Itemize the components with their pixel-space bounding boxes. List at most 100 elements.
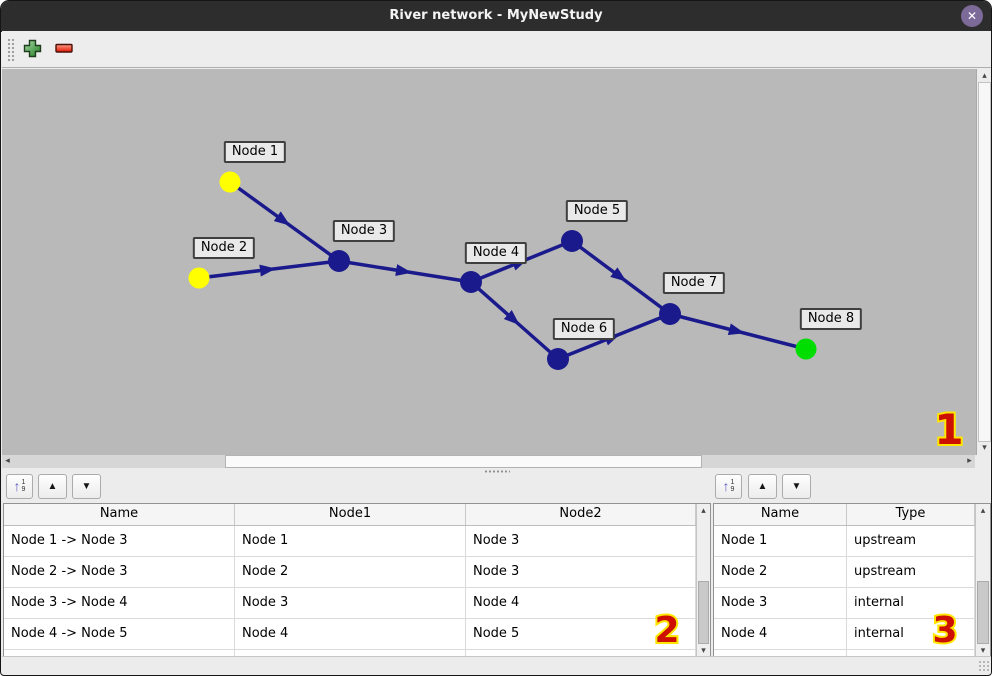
node-label[interactable]: Node 2 — [192, 237, 256, 259]
node-circle[interactable] — [659, 303, 681, 325]
resize-grip-icon[interactable] — [978, 660, 990, 672]
close-icon: ✕ — [966, 9, 978, 23]
reaches-table-scrollbar[interactable]: ▴ ▾ — [696, 504, 710, 658]
nodes-move-up-button[interactable]: ▲ — [748, 474, 777, 499]
node-circle[interactable] — [328, 250, 350, 272]
up-triangle-icon: ▲ — [757, 481, 768, 492]
table-cell: Node 1 — [714, 526, 847, 556]
network-canvas[interactable]: Node 1 Node 2 Node 3 Node 4 Node 5 Node 6 Node… — [2, 69, 976, 455]
node-circle[interactable] — [561, 230, 583, 252]
up-triangle-icon: ▲ — [47, 481, 58, 492]
table-cell: internal — [847, 619, 975, 649]
scrollbar-corner — [975, 455, 991, 468]
column-header[interactable]: Node2 — [466, 504, 696, 525]
scroll-up-icon[interactable]: ▴ — [980, 506, 986, 516]
down-triangle-icon: ▼ — [81, 481, 92, 492]
table-cell: Node 3 -> Node 4 — [4, 588, 235, 618]
plus-icon — [23, 39, 42, 61]
node-circle[interactable] — [547, 348, 569, 370]
reaches-move-up-button[interactable]: ▲ — [38, 474, 67, 499]
table-cell: Node 5 — [466, 619, 696, 649]
column-header[interactable]: Type — [847, 504, 975, 525]
table-cell: Node 2 -> Node 3 — [4, 557, 235, 587]
table-cell: upstream — [847, 557, 975, 587]
reach-edge[interactable] — [669, 312, 807, 351]
table-cell: Node 3 — [466, 557, 696, 587]
table-cell: Node 1 — [235, 526, 466, 556]
nodes-move-down-button[interactable]: ▼ — [782, 474, 811, 499]
table-cell: internal — [847, 588, 975, 618]
node-circle[interactable] — [795, 338, 817, 360]
reach-edge[interactable] — [338, 259, 472, 284]
table-cell: Node 2 — [714, 557, 847, 587]
reaches-move-down-button[interactable]: ▼ — [72, 474, 101, 499]
canvas-horizontal-scrollbar[interactable]: ◂ ▸ — [2, 455, 975, 468]
column-header[interactable]: Node1 — [235, 504, 466, 525]
node-label[interactable]: Node 7 — [662, 272, 726, 294]
table-cell: Node 4 -> Node 5 — [4, 619, 235, 649]
titlebar[interactable]: River network - MyNewStudy ✕ — [1, 1, 991, 32]
node-label[interactable]: Node 8 — [799, 308, 863, 330]
scroll-down-icon[interactable]: ▾ — [982, 443, 987, 453]
node-circle[interactable] — [460, 271, 482, 293]
window-title: River network - MyNewStudy — [389, 8, 603, 23]
reach-edge[interactable] — [469, 280, 560, 361]
horizontal-scrollbar-thumb[interactable] — [225, 455, 702, 468]
panel-splitter[interactable] — [2, 468, 991, 474]
node-circle[interactable] — [219, 171, 241, 193]
reach-edge[interactable] — [570, 239, 672, 316]
toolbar-drag-handle[interactable] — [7, 38, 16, 62]
close-button[interactable]: ✕ — [961, 5, 983, 27]
minus-icon — [54, 43, 74, 61]
reach-edge[interactable] — [228, 180, 341, 263]
node-label[interactable]: Node 4 — [464, 242, 528, 264]
scroll-left-icon[interactable]: ◂ — [5, 456, 10, 466]
scroll-right-icon[interactable]: ▸ — [967, 456, 972, 466]
table-cell: Node 4 — [466, 588, 696, 618]
table-cell: upstream — [847, 526, 975, 556]
vertical-scrollbar-thumb[interactable] — [978, 82, 991, 442]
scrollbar-thumb[interactable] — [698, 581, 709, 644]
node-label[interactable]: Node 6 — [552, 318, 616, 340]
down-triangle-icon: ▼ — [791, 481, 802, 492]
node-label[interactable]: Node 3 — [332, 220, 396, 242]
node-circle[interactable] — [188, 267, 210, 289]
column-header[interactable]: Name — [714, 504, 847, 525]
node-label[interactable]: Node 1 — [223, 141, 287, 163]
reach-edge[interactable] — [198, 259, 340, 280]
scroll-down-icon[interactable]: ▾ — [701, 646, 706, 656]
table-cell: Node 1 -> Node 3 — [4, 526, 235, 556]
table-cell: Node 3 — [235, 588, 466, 618]
table-cell: Node 3 — [714, 588, 847, 618]
remove-node-button[interactable] — [54, 39, 74, 61]
scroll-up-icon[interactable]: ▴ — [982, 71, 987, 81]
column-header[interactable]: Name — [4, 504, 235, 525]
canvas-vertical-scrollbar[interactable]: ▴ ▾ — [976, 69, 991, 455]
table-cell: Node 4 — [714, 619, 847, 649]
nodes-table-scrollbar[interactable]: ▴ ▾ — [975, 504, 990, 658]
scrollbar-thumb[interactable] — [977, 581, 989, 644]
node-label[interactable]: Node 5 — [565, 200, 629, 222]
add-node-button[interactable] — [23, 39, 42, 61]
scroll-up-icon[interactable]: ▴ — [701, 506, 706, 516]
status-bar — [2, 656, 991, 674]
scroll-down-icon[interactable]: ▾ — [980, 646, 986, 656]
table-cell: Node 3 — [466, 526, 696, 556]
